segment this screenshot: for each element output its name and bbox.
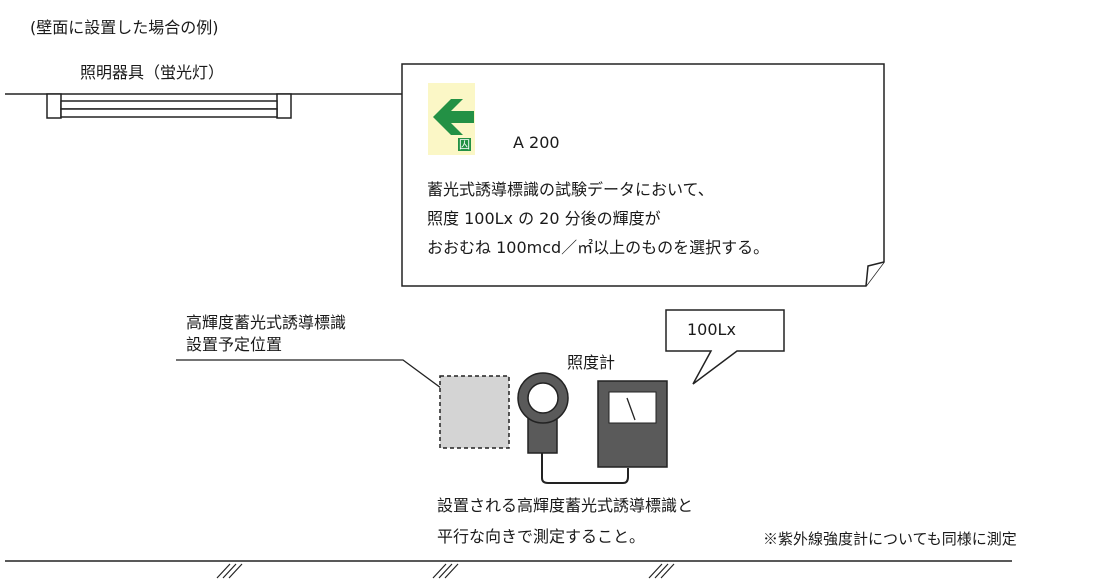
sign-code: A 200 [513,133,560,152]
meter-reading: 100Lx [687,320,736,339]
planned-position-box [439,375,510,449]
exit-arrow-icon [433,99,474,135]
caption: (壁面に設置した場合の例) [30,18,219,37]
fluorescent-fixture [46,93,292,119]
callout-line-2: 照度 100Lx の 20 分後の輝度が [427,209,661,228]
placement-label-1: 高輝度蓄光式誘導標識 [186,313,347,332]
illuminance-meter [597,380,668,468]
exit-sign-icon [428,83,475,155]
sign-glyph: 囚 [459,138,470,151]
reading-balloon [665,309,785,385]
placement-label-2: 設置予定位置 [186,335,283,354]
callout-fold [865,261,885,287]
placement-leader-line [176,359,461,403]
callout-line-3: おおむね 100mcd／㎡以上のものを選択する。 [427,238,770,257]
fixture-label: 照明器具（蛍光灯） [80,63,225,82]
floor-hatch [216,563,675,579]
measure-note-2: 平行な向きで測定すること。 [437,527,646,546]
callout-line-1: 蓄光式誘導標識の試験データにおいて、 [427,180,714,199]
meter-label: 照度計 [567,353,616,372]
meter-cable [541,453,629,484]
measure-note-1: 設置される高輝度蓄光式誘導標識と [437,496,694,515]
light-sensor [517,372,569,454]
footnote: ※紫外線強度計についても同様に測定 [763,530,1017,548]
meter-needle [626,397,636,421]
meter-dial [608,391,657,424]
